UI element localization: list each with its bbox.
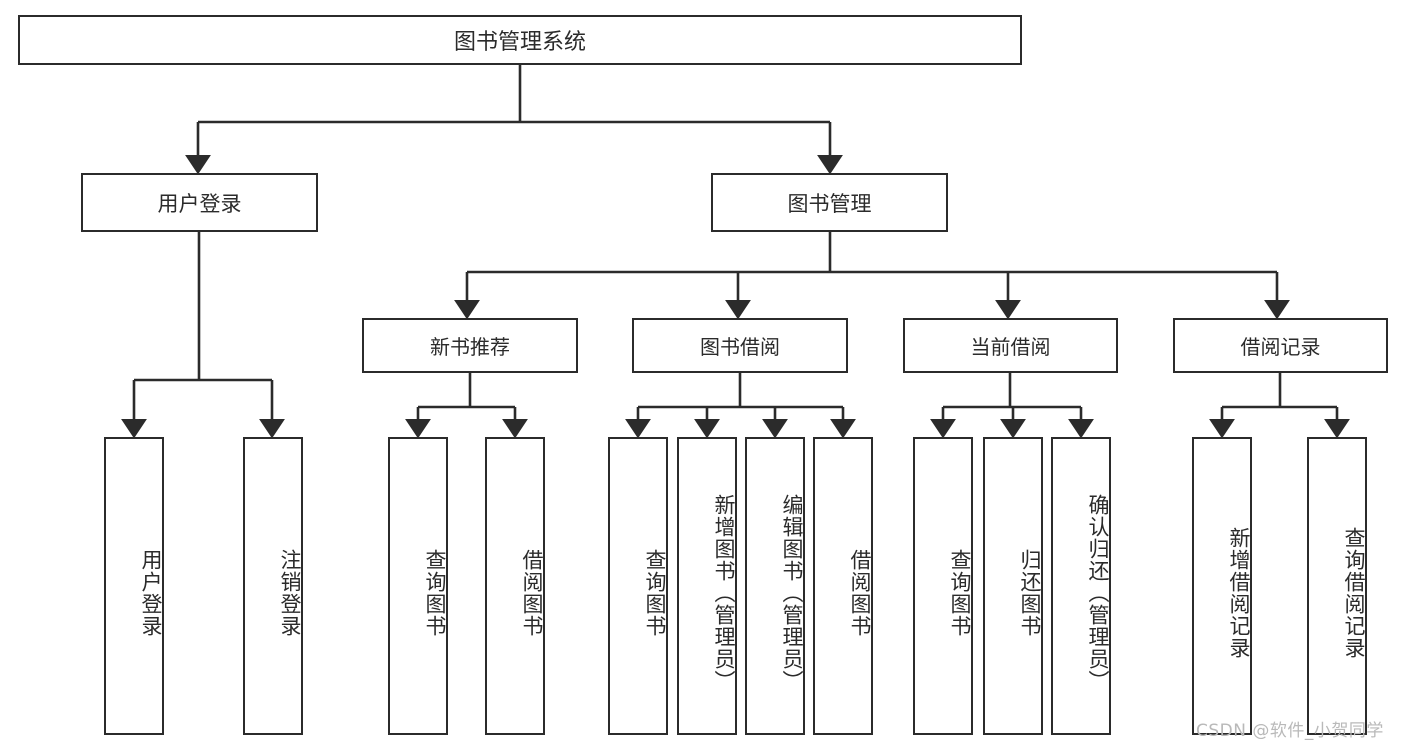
leaf-query-book-current[interactable]: 查询图书 [913,437,973,735]
edge-group-borrow-record [1209,373,1350,439]
node-book-management[interactable]: 图书管理 [711,173,948,232]
leaf-query-book-borrow[interactable]: 查询图书 [608,437,668,735]
node-label: 借阅图书 [848,549,872,637]
leaf-confirm-return-admin[interactable]: 确认归还（管理员） [1051,437,1111,735]
node-user-login[interactable]: 用户登录 [81,173,318,232]
node-current-borrow[interactable]: 当前借阅 [903,318,1118,373]
csdn-watermark: CSDN @软件_小贺同学 [1196,721,1384,741]
leaf-user-login[interactable]: 用户登录 [104,437,164,735]
leaf-return-book[interactable]: 归还图书 [983,437,1043,735]
leaf-edit-book-admin[interactable]: 编辑图书（管理员） [745,437,805,735]
edge-group-borrow [625,373,856,439]
node-label: 归还图书 [1018,549,1042,637]
edge-group-user-login [121,232,285,439]
leaf-add-book-admin[interactable]: 新增图书（管理员） [677,437,737,735]
leaf-borrow-book[interactable]: 借阅图书 [813,437,873,735]
node-label: 新增借阅记录 [1227,527,1251,659]
edge-group-root [185,65,843,175]
node-label: 用户登录 [157,191,242,216]
node-label: 新书推荐 [430,335,510,359]
edge-group-new-books [405,373,528,439]
node-label: 查询图书 [948,549,972,637]
node-label: 编辑图书（管理员） [780,494,804,692]
leaf-query-book-new[interactable]: 查询图书 [388,437,448,735]
node-label: 注销登录 [278,549,302,637]
leaf-query-borrow-record[interactable]: 查询借阅记录 [1307,437,1367,735]
node-book-borrow[interactable]: 图书借阅 [632,318,848,373]
node-label: 查询图书 [643,549,667,637]
node-label: 用户登录 [139,549,163,637]
leaf-add-borrow-record[interactable]: 新增借阅记录 [1192,437,1252,735]
node-label: 借阅图书 [520,549,544,637]
edge-group-current-borrow [930,373,1094,439]
node-label: 新增图书（管理员） [712,494,736,692]
edge-group-book-mgmt [454,232,1290,320]
node-label: 图书管理 [787,191,872,216]
node-label: 图书管理系统 [453,30,586,55]
node-label: 查询图书 [423,549,447,637]
leaf-user-logout[interactable]: 注销登录 [243,437,303,735]
node-label: 借阅记录 [1240,335,1321,359]
leaf-borrow-book-new[interactable]: 借阅图书 [485,437,545,735]
node-label: 查询借阅记录 [1342,527,1366,659]
node-new-book-recommend[interactable]: 新书推荐 [362,318,578,373]
node-label: 当前借阅 [970,335,1051,359]
node-label: 确认归还（管理员） [1086,494,1110,692]
node-label: 图书借阅 [700,335,780,359]
node-root-system[interactable]: 图书管理系统 [18,15,1022,65]
node-borrow-record[interactable]: 借阅记录 [1173,318,1388,373]
